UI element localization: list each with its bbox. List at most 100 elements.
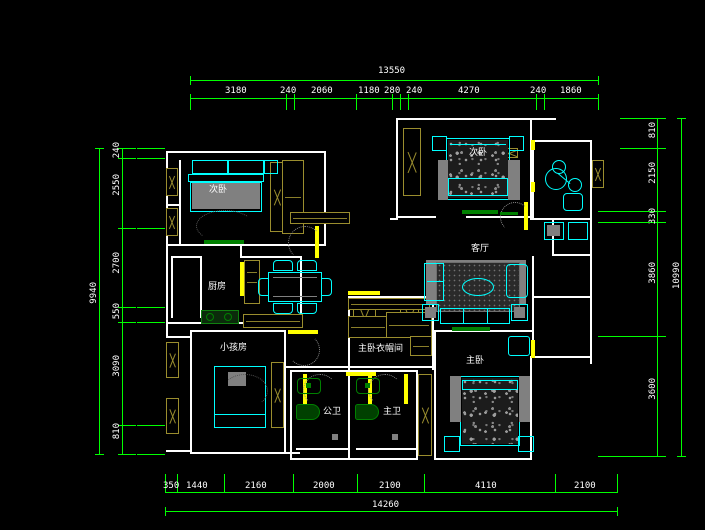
door-swing-icon: [500, 202, 530, 232]
dim-tick: [190, 76, 191, 85]
counter-icon: [290, 212, 350, 224]
bottom-overall-value: 14260: [372, 500, 400, 510]
dim-tick: [648, 222, 666, 223]
bed-mattress: [448, 140, 508, 198]
dim-tick: [357, 474, 358, 493]
armchair-icon: [506, 264, 528, 298]
door-icon: [531, 340, 535, 358]
window-icon: [592, 160, 604, 188]
floor-drain-icon: [392, 434, 398, 440]
left-dim-3: 550: [112, 303, 122, 320]
dryer-icon: [568, 222, 588, 240]
right-dim-4: 3600: [648, 378, 658, 400]
armchair-icon: [424, 263, 444, 301]
right-dim-0: 810: [648, 122, 658, 139]
dim-tick: [118, 307, 136, 308]
dim-tick: [118, 425, 136, 426]
side-table-icon: [511, 304, 528, 321]
sink-icon: [297, 378, 321, 394]
dim-tick: [648, 118, 666, 119]
top-overall-value: 13550: [378, 66, 406, 76]
dim-tick: [598, 94, 599, 110]
window-icon: [166, 398, 179, 434]
room-label-children: 小孩房: [220, 343, 248, 353]
headboard-icon: [192, 160, 228, 174]
wardrobe-icon: [386, 312, 432, 338]
plant-decor-icon: [552, 160, 566, 174]
chair-icon: [563, 193, 583, 211]
dim-tick: [224, 474, 225, 493]
dim-tick: [648, 148, 666, 149]
door-icon: [404, 374, 408, 404]
dim-tick: [408, 94, 409, 110]
bed-mattress: [192, 183, 260, 209]
bed-frame-icon: [188, 174, 264, 182]
window-icon: [271, 362, 284, 428]
dim-tick: [118, 322, 136, 323]
burner-icon: [224, 313, 232, 321]
window-icon: [166, 168, 178, 196]
room-label-master-bedroom: 主卧: [466, 356, 485, 366]
left-overall-value: 9940: [89, 282, 99, 304]
dim-tick: [165, 474, 166, 493]
nightstand-icon: [444, 436, 460, 452]
dim-tick: [118, 454, 136, 455]
door-icon: [346, 372, 376, 376]
dim-tick: [677, 118, 686, 119]
room-label-master-wardrobe: 主卧衣帽间: [358, 344, 404, 354]
bottom-chain-line: [165, 492, 617, 493]
burner-icon: [206, 313, 214, 321]
door-swing-icon: [368, 374, 402, 406]
bed-runner-icon: [448, 178, 508, 196]
nightstand-icon: [432, 136, 447, 151]
room-label-kitchen: 厨房: [208, 282, 227, 292]
right-dim-1: 2150: [648, 162, 658, 184]
dim-tick: [598, 76, 599, 85]
dim-tick: [286, 94, 287, 110]
dim-tick: [617, 507, 618, 516]
dim-tick: [400, 94, 401, 110]
wardrobe-icon: [348, 298, 430, 310]
dim-tick: [293, 474, 294, 493]
top-dim-7: 240: [530, 86, 547, 96]
bed-spread-lines: [196, 210, 254, 242]
toilet-icon: [296, 404, 320, 420]
washer-icon: [544, 222, 564, 240]
dim-tick: [555, 474, 556, 493]
window-sill: [204, 240, 244, 244]
top-dim-5: 240: [406, 86, 423, 96]
dim-tick: [118, 148, 136, 149]
dim-tick: [544, 94, 545, 110]
wardrobe-icon: [410, 336, 432, 356]
door-swing-icon: [288, 334, 320, 366]
bottom-dim-4: 2100: [379, 481, 401, 491]
rug-area: [508, 160, 520, 200]
rug-area: [450, 376, 461, 422]
door-icon: [531, 140, 535, 150]
window-sill: [500, 212, 518, 215]
nightstand-icon: [509, 136, 524, 151]
top-dim-3: 1180: [358, 86, 380, 96]
window-icon: [166, 208, 178, 236]
left-dim-1: 2550: [112, 174, 122, 196]
room-label-bedroom-2: 次卧: [209, 185, 228, 195]
dim-tick: [118, 158, 136, 159]
room-label-living: 客厅: [471, 244, 490, 254]
dim-tick: [294, 94, 295, 110]
top-dim-0: 3180: [225, 86, 247, 96]
coffee-table-icon: [462, 278, 494, 296]
dim-tick: [356, 94, 357, 110]
dim-tick: [617, 474, 618, 493]
room-label-master-bath: 主卫: [383, 407, 402, 417]
door-swing-icon: [303, 374, 337, 406]
counter-icon: [244, 260, 260, 304]
floor-drain-icon: [332, 434, 338, 440]
headboard-icon: [228, 160, 264, 174]
dim-tick: [536, 94, 537, 110]
top-dim-2: 2060: [311, 86, 333, 96]
left-dim-4: 3090: [112, 355, 122, 377]
left-dim-5: 810: [112, 423, 122, 440]
window-icon: [403, 128, 421, 196]
bottom-overall-line: [165, 511, 617, 512]
